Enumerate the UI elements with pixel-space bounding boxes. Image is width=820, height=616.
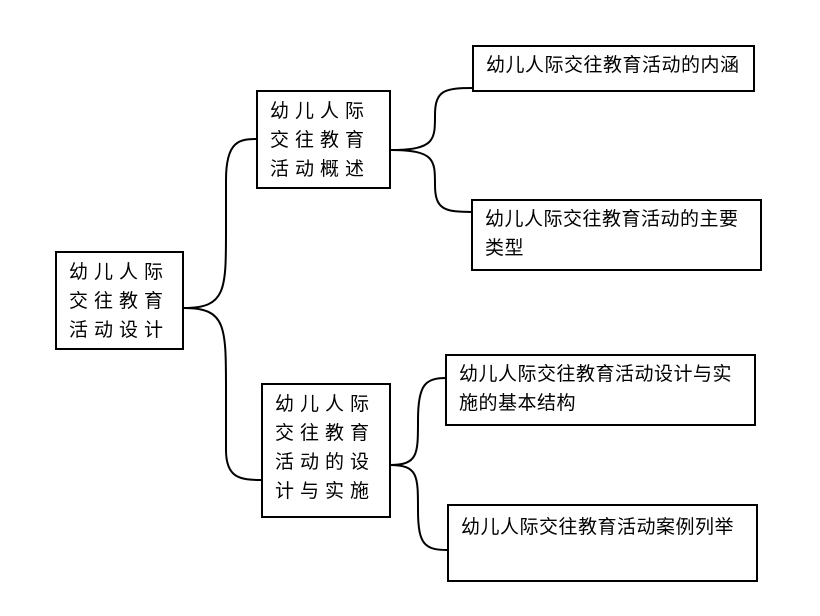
leaf-1-2-text: 幼儿人际交往教育活动的主要类型 <box>485 208 739 259</box>
connector-root-to-branch-2 <box>183 307 263 481</box>
root-line-2: 交往教育 <box>69 290 170 312</box>
branch-node-design-implementation: 幼儿人际 交往教育 活动的设 计与实施 <box>261 383 391 518</box>
branch-2-line-4: 计与实施 <box>275 480 376 502</box>
connector-branch-1-to-leaf-2 <box>389 149 474 213</box>
branch-1-line-2: 交往教育 <box>270 129 371 151</box>
connector-branch-2-to-leaf-2 <box>388 464 449 551</box>
branch-2-line-2: 交往教育 <box>275 422 376 444</box>
branch-1-line-1: 幼儿人际 <box>270 100 371 122</box>
connector-root-to-branch-1 <box>183 138 259 309</box>
root-line-1: 幼儿人际 <box>69 261 170 283</box>
leaf-node-main-types: 幼儿人际交往教育活动的主要类型 <box>471 199 762 271</box>
connector-branch-1-to-leaf-1 <box>389 87 474 151</box>
leaf-1-1-text: 幼儿人际交往教育活动的内涵 <box>486 54 740 76</box>
leaf-node-connotation: 幼儿人际交往教育活动的内涵 <box>472 45 755 92</box>
branch-node-overview: 幼儿人际 交往教育 活动概述 <box>256 90 391 189</box>
root-line-3: 活动设计 <box>69 319 170 341</box>
root-node: 幼儿人际 交往教育 活动设计 <box>55 251 184 350</box>
leaf-node-basic-structure: 幼儿人际交往教育活动设计与实施的基本结构 <box>445 354 756 426</box>
connector-branch-2-to-leaf-1 <box>388 377 447 466</box>
branch-1-line-3: 活动概述 <box>270 158 371 180</box>
branch-2-line-3: 活动的设 <box>275 451 376 473</box>
leaf-node-case-examples: 幼儿人际交往教育活动案例列举 <box>447 504 758 582</box>
branch-2-line-1: 幼儿人际 <box>275 393 376 415</box>
leaf-2-1-text: 幼儿人际交往教育活动设计与实施的基本结构 <box>459 363 733 414</box>
leaf-2-2-text: 幼儿人际交往教育活动案例列举 <box>461 516 735 538</box>
